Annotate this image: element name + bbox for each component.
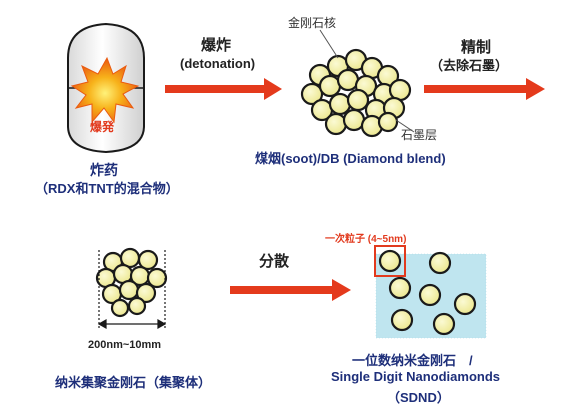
detonation-label-en: (detonation) [180,56,256,71]
graphite-layer-label: 石墨层 [401,128,438,142]
aggregate-cluster [95,247,168,318]
arrow-disperse [230,279,351,301]
dispersed-particles [378,249,477,336]
detonation-label: 爆炸 [201,37,232,54]
size-dimension [97,250,167,330]
explosion-icon [70,56,140,124]
pointer-lines [319,29,415,133]
explosion-label: 爆発 [90,120,115,134]
refine-label: 精制 [461,39,492,56]
arrow-detonation [165,78,282,100]
diamond-core-label: 金刚石核 [288,16,337,30]
primary-particle-highlight [374,245,406,277]
explosive-caption: 炸药 [90,162,118,178]
explosive-subcaption: （RDX和TNT的混合物） [35,181,179,196]
disperse-label: 分散 [259,253,290,270]
soot-cluster [300,48,412,138]
size-range-label: 200nm~10mm [88,339,162,351]
arrow-refine [424,78,545,100]
sdnd-caption-cn: 一位数纳米金刚石 / [352,353,473,368]
aggregate-caption: 纳米集聚金刚石（集聚体） [55,375,212,390]
sdnd-caption-en: Single Digit Nanodiamonds [331,369,501,384]
sdnd-caption-abbr: （SDND） [387,390,450,405]
primary-particle-label: 一次粒子 (4~5nm) [325,234,407,245]
soot-caption: 煤烟(soot)/DB (Diamond blend) [255,151,446,166]
refine-sublabel: （去除石墨） [430,58,509,73]
